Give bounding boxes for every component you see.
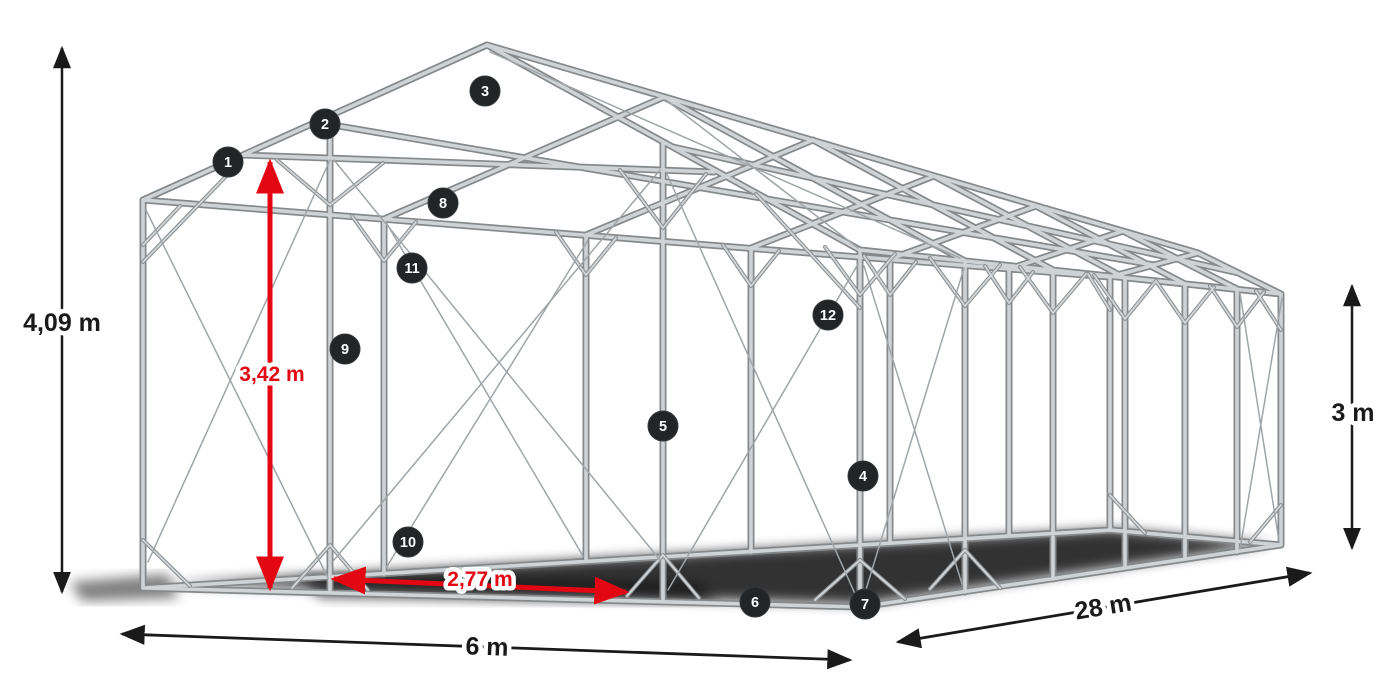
marker-10-badge (392, 526, 424, 558)
marker-5-badge (647, 410, 679, 442)
total-height-label: 4,09 m (23, 309, 101, 337)
marker-9-badge (329, 333, 361, 365)
dim-clear-height: 3,42 m (235, 158, 309, 592)
marker-9-number: 9 (341, 342, 349, 358)
marker-4-badge (847, 460, 879, 492)
length-arrow (895, 566, 1313, 649)
marker-8-number: 8 (439, 196, 447, 212)
marker-6-number: 6 (751, 595, 759, 611)
width-arrow (119, 624, 853, 670)
marker-2-badge (309, 108, 341, 140)
width-label: 6 m (465, 632, 509, 661)
marker-12-badge (812, 299, 844, 331)
marker-4-number: 4 (859, 469, 867, 485)
clear-width-arrow (330, 566, 630, 605)
marker-5-number: 5 (659, 419, 667, 435)
marker-12-number: 12 (820, 308, 836, 324)
clear-height-label: 3,42 m (239, 363, 304, 386)
dim-total-height: 4,09 m (19, 45, 105, 595)
side-height-label: 3 m (1331, 399, 1374, 427)
dimension-annotations: 4,09 m 3 m 6 m 28 m 3,42 m 2,77 m (19, 45, 1379, 670)
dim-clear-width: 2,77 m (330, 564, 630, 605)
shadow-front-left (70, 574, 178, 601)
marker-10-number: 10 (400, 535, 416, 551)
marker-1-number: 1 (224, 155, 232, 171)
marker-3-number: 3 (481, 84, 489, 100)
marker-6-badge (739, 586, 771, 618)
marker-7-badge (849, 588, 881, 620)
dim-side-height: 3 m (1327, 283, 1379, 551)
marker-1-badge (212, 146, 244, 178)
marker-7-number: 7 (861, 597, 869, 613)
marker-8-badge (427, 187, 459, 219)
marker-11-badge (396, 252, 428, 284)
marker-11-number: 11 (404, 261, 419, 277)
clear-width-label: 2,77 m (447, 568, 512, 591)
dim-width: 6 m (119, 624, 853, 670)
marker-2-number: 2 (321, 117, 329, 133)
length-label: 28 m (1073, 589, 1134, 626)
marker-3-badge (469, 75, 501, 107)
